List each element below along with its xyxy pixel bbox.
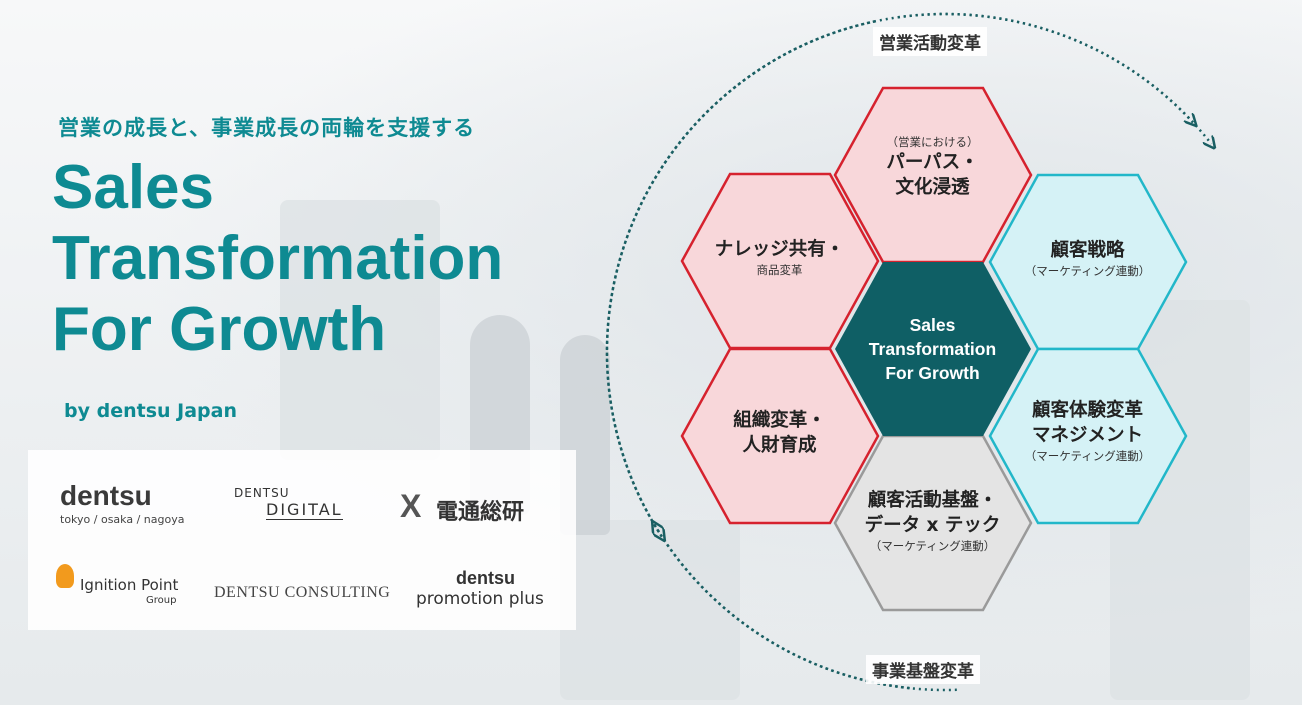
hex-platform-label: 顧客活動基盤・ データ x テック （マーケティング連動） (835, 488, 1030, 554)
hex-cx-note: （マーケティング連動） (1024, 449, 1151, 463)
ignition-point-logo: Ignition Point (80, 576, 179, 594)
hex-organization (680, 347, 880, 525)
hex-customer-strategy-label: 顧客戦略 （マーケティング連動） (989, 238, 1186, 279)
hex-purpose-label: （営業における） パーパス・ 文化浸透 (835, 134, 1030, 200)
center-line-1: Sales (909, 315, 956, 335)
dentsu-logo-subtext: tokyo / osaka / nagoya (60, 513, 185, 526)
hex-knowledge-label: ナレッジ共有・ 商品変革 (682, 237, 877, 278)
ring-label-top: 営業活動変革 (873, 27, 987, 56)
hex-purpose-note: （営業における） (886, 135, 979, 149)
title-line-3: For Growth (52, 295, 387, 364)
page-title: Sales Transformation For Growth (52, 152, 572, 365)
center-line-3: For Growth (885, 363, 980, 383)
title-line-1: Sales (52, 153, 215, 222)
dentsu-digital-logo-top: DENTSU (234, 486, 290, 500)
hex-cx (988, 347, 1188, 525)
hex-knowledge-line1: ナレッジ共有・ (714, 239, 845, 260)
ring-label-bottom: 事業基盤変革 (866, 655, 980, 684)
hex-knowledge-note: 商品変革 (756, 263, 803, 277)
promotion-plus-logo-bottom: promotion plus (416, 589, 544, 609)
title-line-2: Transformation (52, 224, 504, 293)
center-line-2: Transformation (868, 339, 997, 359)
hex-customer-strategy-line1: 顧客戦略 (1050, 240, 1125, 261)
hex-purpose-line2: 文化浸透 (895, 177, 970, 198)
hex-center (835, 262, 1031, 436)
dentsu-consulting-logo: DENTSU CONSULTING (214, 584, 391, 601)
center-hex-label: Sales Transformation For Growth (835, 313, 1030, 385)
page-subtitle: 営業の成長と、事業成長の両輪を支援する (58, 116, 476, 140)
hex-platform-line2: データ x テック (864, 515, 1001, 536)
hex-organization-label: 組織変革・ 人財育成 (682, 408, 877, 458)
hex-platform-line1: 顧客活動基盤・ (867, 490, 998, 511)
ring-arc-right (605, 12, 1211, 692)
background-block (280, 200, 440, 460)
dentsu-logo: dentsu (60, 480, 152, 511)
ignition-point-logo-sub: Group (146, 595, 177, 606)
hex-purpose-line1: パーパス・ (886, 152, 979, 173)
hex-cx-line2: マネジメント (1031, 425, 1143, 446)
promotion-plus-logo-top: dentsu (456, 568, 516, 588)
hex-customer-strategy-note: （マーケティング連動） (1024, 264, 1151, 278)
byline: by dentsu Japan (64, 400, 237, 422)
hex-cx-label: 顧客体験変革 マネジメント （マーケティング連動） (989, 398, 1186, 464)
dentsu-soken-logo: 電通総研 (436, 500, 525, 525)
hex-cx-line1: 顧客体験変革 (1031, 400, 1143, 421)
dentsu-soken-mark-icon: X (400, 488, 422, 524)
ignition-point-flame-icon (56, 564, 74, 588)
hex-organization-line2: 人財育成 (742, 435, 817, 456)
hex-platform-note: （マーケティング連動） (869, 539, 996, 553)
dentsu-digital-logo-bottom: DIGITAL (266, 500, 343, 520)
background-block (560, 520, 740, 700)
hex-organization-line1: 組織変革・ (733, 410, 826, 431)
partner-logos-panel: dentsu tokyo / osaka / nagoya DENTSU DIG… (28, 450, 576, 630)
